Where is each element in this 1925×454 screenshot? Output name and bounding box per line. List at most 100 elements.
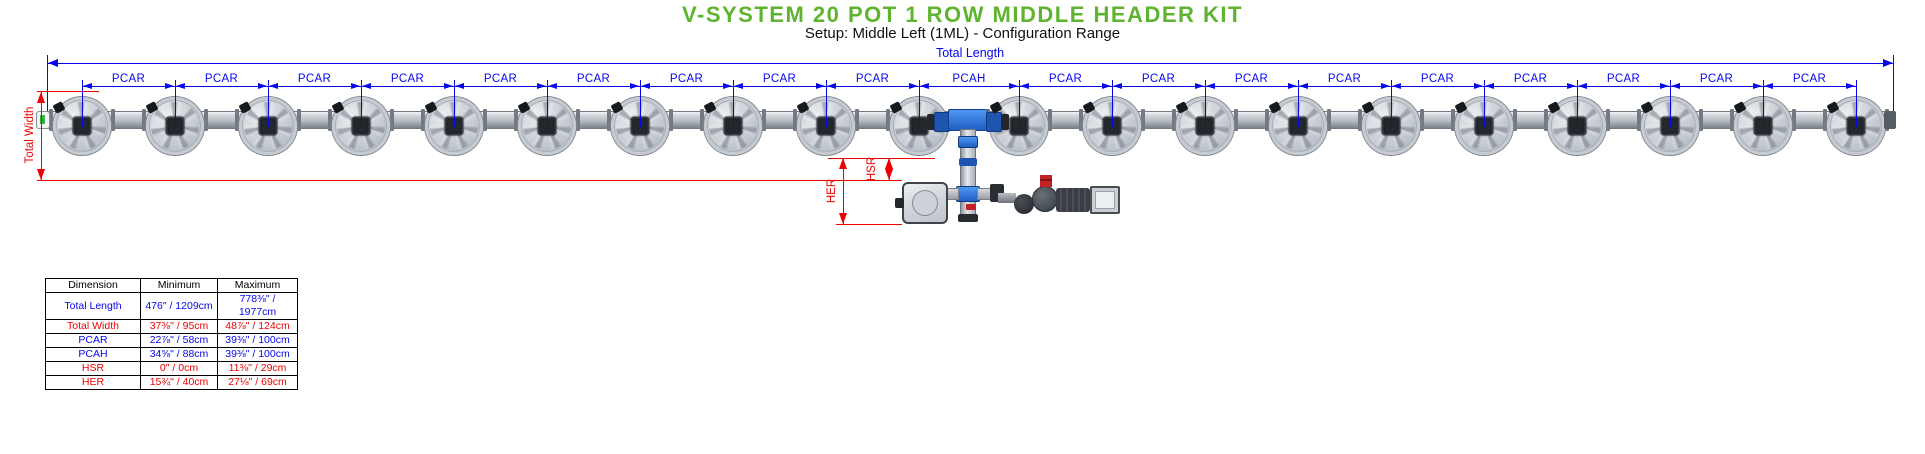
pipe-collar — [607, 109, 611, 131]
segment-arrow-right — [909, 83, 918, 89]
pipe-collar — [421, 109, 425, 131]
pipe-collar — [1172, 109, 1176, 131]
max-value-cell: 27⅛" / 69cm — [217, 375, 298, 390]
dimension-name-cell: PCAH — [45, 347, 141, 362]
pipe-collar — [483, 109, 487, 131]
dimension-segment: PCAR — [1484, 73, 1577, 92]
segment-line — [826, 86, 919, 87]
min-value-cell: 22⅞" / 58cm — [140, 333, 218, 348]
pot-center-line — [1112, 80, 1113, 127]
dimension-segment: PCAR — [1577, 73, 1670, 92]
segment-arrow-left — [1113, 83, 1122, 89]
reservoir-lid — [912, 190, 938, 216]
segment-arrow-right — [258, 83, 267, 89]
pipe-collar — [1234, 109, 1238, 131]
dimension-segment: PCAR — [82, 73, 175, 92]
hsr-arrow-down — [885, 169, 893, 180]
segment-label: PCAR — [1234, 73, 1269, 85]
dimension-segment: PCAR — [175, 73, 268, 92]
dimension-name-cell: PCAR — [45, 333, 141, 348]
min-value-cell: 476" / 1209cm — [140, 292, 218, 320]
ball-valve — [1014, 194, 1034, 214]
segment-line — [1763, 86, 1856, 87]
segment-line — [82, 86, 175, 87]
total-width-witness-top — [37, 91, 99, 92]
pot-center-line — [82, 80, 83, 127]
reservoir-port — [895, 198, 904, 208]
segment-arrow-right — [351, 83, 360, 89]
total-length-witness-left — [47, 55, 48, 111]
segment-line — [1019, 86, 1112, 87]
pot-center-line — [547, 80, 548, 127]
segment-label: PCAR — [1141, 73, 1176, 85]
pot-center-line — [826, 80, 827, 127]
segment-arrow-left — [362, 83, 371, 89]
pipe-collar — [49, 109, 53, 131]
segment-line — [1670, 86, 1763, 87]
pot-center-line — [1577, 80, 1578, 127]
pot-center-line — [1298, 80, 1299, 127]
pipe-collar — [1420, 109, 1424, 131]
dimension-segment: PCAR — [1763, 73, 1856, 92]
dimension-name-cell: HSR — [45, 361, 141, 376]
segment-arrow-left — [176, 83, 185, 89]
pot-center-line — [1856, 80, 1857, 127]
total-length-arrow-left — [48, 59, 58, 67]
hsr-label: HSR — [866, 156, 878, 182]
pot-center-line — [733, 80, 734, 127]
pipe-collar — [142, 109, 146, 131]
header-pipe-end-right — [1001, 114, 1009, 130]
segment-label: PCAR — [576, 73, 611, 85]
page-title: V-SYSTEM 20 POT 1 ROW MIDDLE HEADER KIT — [682, 2, 1243, 27]
pipe-collar — [762, 109, 766, 131]
header-coupler — [959, 158, 977, 166]
header-bottom-cap — [958, 214, 978, 222]
segment-arrow-right — [1474, 83, 1483, 89]
pipe-collar — [235, 109, 239, 131]
segment-arrow-left — [1485, 83, 1494, 89]
segment-line — [454, 86, 547, 87]
pipe-collar — [1141, 109, 1145, 131]
segment-arrow-right — [723, 83, 732, 89]
pipe-collar — [390, 109, 394, 131]
segment-arrow-left — [1020, 83, 1029, 89]
valve-handle — [966, 204, 976, 210]
dimension-segment: PCAR — [454, 73, 547, 92]
pipe-end-cap-green-dot — [40, 115, 45, 124]
dimension-name-cell: Total Length — [45, 292, 141, 320]
segment-arrow-left — [455, 83, 464, 89]
segment-arrow-left — [548, 83, 557, 89]
segment-label: PCAR — [1699, 73, 1734, 85]
segment-arrow-left — [1299, 83, 1308, 89]
segment-label: PCAR — [1792, 73, 1827, 85]
pot-center-line — [1670, 80, 1671, 127]
segment-arrow-right — [1288, 83, 1297, 89]
pipe-collar — [669, 109, 673, 131]
segment-arrow-left — [827, 83, 836, 89]
total-width-dimension-line — [41, 92, 42, 180]
min-value-cell: 37⅜" / 95cm — [140, 319, 218, 334]
segment-label: PCAH — [952, 73, 986, 85]
segment-label: PCAR — [1048, 73, 1083, 85]
pipe-collar — [1265, 109, 1269, 131]
segment-line — [1112, 86, 1205, 87]
segment-arrow-right — [1195, 83, 1204, 89]
dimension-segment: PCAR — [1670, 73, 1763, 92]
segment-arrow-right — [1009, 83, 1018, 89]
total-width-label: Total Width — [24, 106, 36, 164]
segment-line — [1484, 86, 1577, 87]
pot-center-line — [175, 80, 176, 127]
segment-arrow-left — [1206, 83, 1215, 89]
segment-arrow-left — [1392, 83, 1401, 89]
dimension-name-cell: Total Width — [45, 319, 141, 334]
pipe-collar — [1792, 109, 1796, 131]
segment-arrow-right — [1753, 83, 1762, 89]
segment-line — [175, 86, 268, 87]
pump-control-screen — [1095, 191, 1115, 209]
pipe-collar — [1699, 109, 1703, 131]
